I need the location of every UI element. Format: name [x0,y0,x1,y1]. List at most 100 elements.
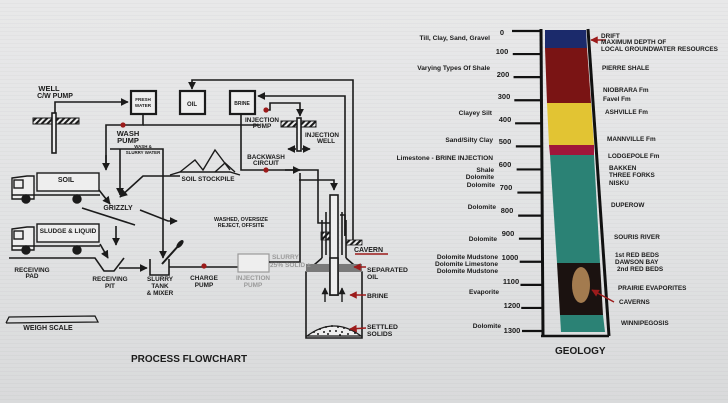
receiving-pad-label: RECEIVING [14,267,49,274]
lithology-label: Till, Clay, Sand, Gravel [420,35,491,42]
lithology-labels: Till, Clay, Sand, Gravel Varying Types O… [397,35,502,330]
depth-tick: 600 [499,160,512,169]
brine-tank-label: BRINE [234,101,250,107]
lithology-label: Dolomite [468,204,497,211]
sludge-truck-label: SLUDGE & LIQUID [40,228,97,235]
formation-label: SOURIS RIVER [614,234,660,241]
process-flowchart [5,79,388,339]
charge-pump-label: CHARGE [190,275,218,282]
formation-label: 2nd RED BEDS [617,266,664,273]
lithology-label: Dolomite Limestone [435,261,498,268]
depth-tick-labels: 0 100 200 300 400 500 600 700 800 900 10… [496,28,521,335]
depth-tick: 0 [500,28,504,37]
wash-slurry-label: WASH & [134,144,152,149]
stratum-carbonate [550,155,600,263]
sludge-truck [11,223,100,255]
lithology-label: Dolomite Mudstone [437,254,499,261]
injection-well-label-2: WELL [317,138,335,145]
soil-stockpile-label: SOIL STOCKPILE [181,176,235,183]
depth-tick: 1300 [504,326,521,335]
formation-label: PIERRE SHALE [602,65,650,72]
lithology-label: Dolomite Mudstone [437,268,499,275]
wash-slurry-label-2: SLURRY WATER [126,150,161,155]
fresh-water-label-2: WATER [135,103,152,108]
flowchart-labels: WELL C/W PUMP FRESH WATER OIL BRINE WASH… [14,84,408,365]
formation-label: BAKKEN [609,165,637,172]
stratum-lodgepole [549,145,594,155]
settled-solids-label-2: SOLIDS [367,331,393,338]
separated-oil-label: SEPARATED [367,267,408,274]
backwash-label-2: CIRCUIT [253,160,279,167]
settled-solids-label: SETTLED [367,324,398,331]
formation-label: 1st RED BEDS [615,252,660,259]
wash-pump-label: WASH [117,129,140,138]
brine-label: BRINE [367,293,389,300]
formation-label: ASHVILLE Fm [605,109,648,116]
formation-label: PRAIRIE EVAPORITES [618,285,687,292]
weigh-scale-label: WEIGH SCALE [23,325,73,332]
formation-label: WINNIPEGOSIS [621,320,669,327]
lithology-label: Limestone - BRINE INJECTION [397,155,494,162]
backwash-pump-icon [263,167,269,173]
slurry-tank-label-2: TANK [151,283,169,290]
weigh-scale [5,315,100,324]
depth-tick-lines [512,29,543,333]
depth-tick: 500 [499,137,512,146]
formation-label: Favel Fm [603,96,631,103]
lithology-label: Sand/Silty Clay [445,137,493,144]
formation-label: DUPEROW [611,202,645,209]
well-label-2: C/W PUMP [37,93,73,100]
geology-column [539,28,615,338]
soil-truck [11,172,100,204]
soil-truck-label: SOIL [58,177,75,184]
slurry-tank-label: SLURRY [147,276,174,283]
slurry-tank [149,259,170,276]
slurry-solid-label: 25% SOLID ± [270,262,311,269]
cavern-label: CAVERN [354,247,383,254]
wash-pump-label-2: PUMP [117,136,139,145]
grizzly-label: GRIZZLY [103,205,133,212]
well-pump [32,98,129,154]
soil-stockpile [169,148,241,176]
slurry-label: SLURRY [272,254,299,261]
receiving-pad [9,257,125,272]
washed-label: WASHED, OVERSIZE [214,217,268,223]
washed-label-2: REJECT, OFFSITE [218,223,265,229]
formation-label: CAVERNS [619,299,651,306]
depth-tick: 1000 [502,253,519,262]
geology-title: GEOLOGY [555,346,606,357]
depth-tick: 400 [499,115,512,124]
depth-tick: 1100 [503,277,519,286]
receiving-pit-label-2: PIT [105,283,115,290]
backwash-label: BACKWASH [247,154,285,161]
separated-oil-label-2: OIL [367,274,378,281]
charge-pump-icon [201,263,207,269]
injection-pump-2-label-2: PUMP [244,282,263,289]
depth-tick: 200 [497,70,510,79]
flowchart-title: PROCESS FLOWCHART [131,354,247,365]
slurry-tank-label-3: & MIXER [147,290,174,297]
wash-pump-icon [120,122,126,128]
injection-pump-label-2: PUMP [253,123,272,130]
receiving-pit-label: RECEIVING [92,276,127,283]
depth-tick: 1200 [504,301,521,310]
receiving-pad-label-2: PAD [25,273,38,280]
injection-well-label: INJECTION [305,132,339,139]
depth-tick: 300 [498,92,511,101]
lithology-label: Evaporite [469,289,499,296]
formation-label: LODGEPOLE Fm [608,153,660,160]
injection-pump-label: INJECTION [245,117,279,124]
stratum-winnipegosis [560,315,605,332]
cavern-ellipse [572,267,590,303]
depth-tick: 800 [501,206,514,215]
depth-tick: 900 [502,229,515,238]
lithology-label: Dolomite [466,174,495,181]
stratum-pierre-shale [545,48,591,103]
lithology-label: Dolomite [467,182,496,189]
lithology-label: Varying Types Of Shale [417,65,490,72]
formation-label: DAWSON BAY [615,259,659,266]
formation-label: LOCAL GROUNDWATER RESOURCES [601,46,719,53]
oil-tank [178,89,207,116]
